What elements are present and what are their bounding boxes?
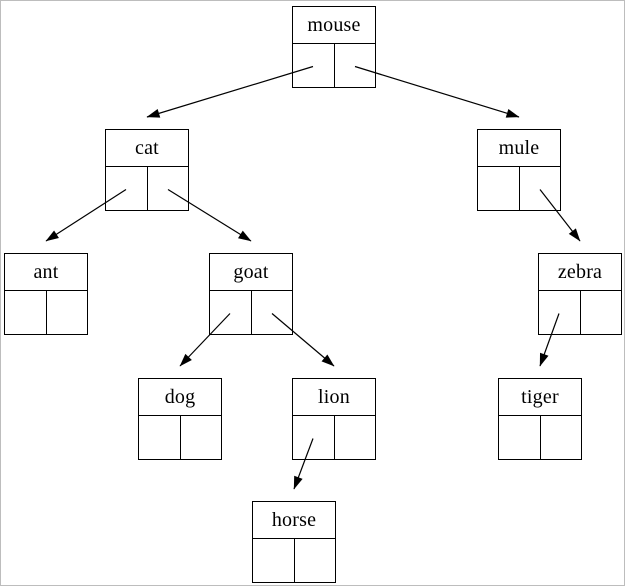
left-pointer-cell: [539, 291, 580, 334]
tree-node-horse: horse: [252, 501, 336, 583]
node-label: mouse: [293, 7, 375, 44]
right-pointer-cell: [250, 291, 293, 334]
edge-mule-right-zebra: [539, 189, 581, 242]
pointer-cells: [106, 167, 188, 210]
tree-node-tiger: tiger: [498, 378, 582, 460]
tree-node-mouse: mouse: [292, 6, 376, 88]
edge-goat-left-dog: [179, 313, 231, 367]
pointer-cells: [210, 291, 292, 334]
edge-mouse-right-mule: [354, 65, 520, 118]
pointer-cells: [293, 416, 375, 459]
node-label: ant: [5, 254, 87, 291]
node-label: tiger: [499, 379, 581, 416]
right-pointer-cell: [333, 416, 376, 459]
node-label: zebra: [539, 254, 621, 291]
tree-node-lion: lion: [292, 378, 376, 460]
pointer-cells: [139, 416, 221, 459]
edge-mouse-left-cat: [146, 65, 314, 118]
edge-lion-left-horse: [293, 438, 314, 490]
right-pointer-cell: [179, 416, 222, 459]
right-pointer-cell: [518, 167, 561, 210]
node-label: cat: [106, 130, 188, 167]
left-pointer-cell: [139, 416, 180, 459]
right-pointer-cell: [146, 167, 189, 210]
node-label: horse: [253, 502, 335, 539]
node-label: goat: [210, 254, 292, 291]
edge-cat-left-ant: [45, 188, 127, 242]
right-pointer-cell: [579, 291, 622, 334]
left-pointer-cell: [106, 167, 147, 210]
edge-goat-right-lion: [271, 313, 335, 367]
tree-node-goat: goat: [209, 253, 293, 335]
edges-group: [45, 65, 581, 490]
right-pointer-cell: [293, 539, 336, 582]
pointer-cells: [293, 44, 375, 87]
left-pointer-cell: [5, 291, 46, 334]
left-pointer-cell: [253, 539, 294, 582]
node-label: dog: [139, 379, 221, 416]
edge-cat-right-goat: [167, 188, 252, 242]
left-pointer-cell: [210, 291, 251, 334]
edge-zebra-left-tiger: [539, 313, 560, 367]
left-pointer-cell: [478, 167, 519, 210]
right-pointer-cell: [333, 44, 376, 87]
left-pointer-cell: [499, 416, 540, 459]
right-pointer-cell: [45, 291, 88, 334]
pointer-cells: [253, 539, 335, 582]
tree-node-dog: dog: [138, 378, 222, 460]
tree-node-cat: cat: [105, 129, 189, 211]
right-pointer-cell: [539, 416, 582, 459]
left-pointer-cell: [293, 44, 334, 87]
tree-node-ant: ant: [4, 253, 88, 335]
pointer-cells: [478, 167, 560, 210]
left-pointer-cell: [293, 416, 334, 459]
pointer-cells: [539, 291, 621, 334]
tree-node-zebra: zebra: [538, 253, 622, 335]
node-label: lion: [293, 379, 375, 416]
pointer-cells: [5, 291, 87, 334]
node-label: mule: [478, 130, 560, 167]
tree-node-mule: mule: [477, 129, 561, 211]
pointer-cells: [499, 416, 581, 459]
